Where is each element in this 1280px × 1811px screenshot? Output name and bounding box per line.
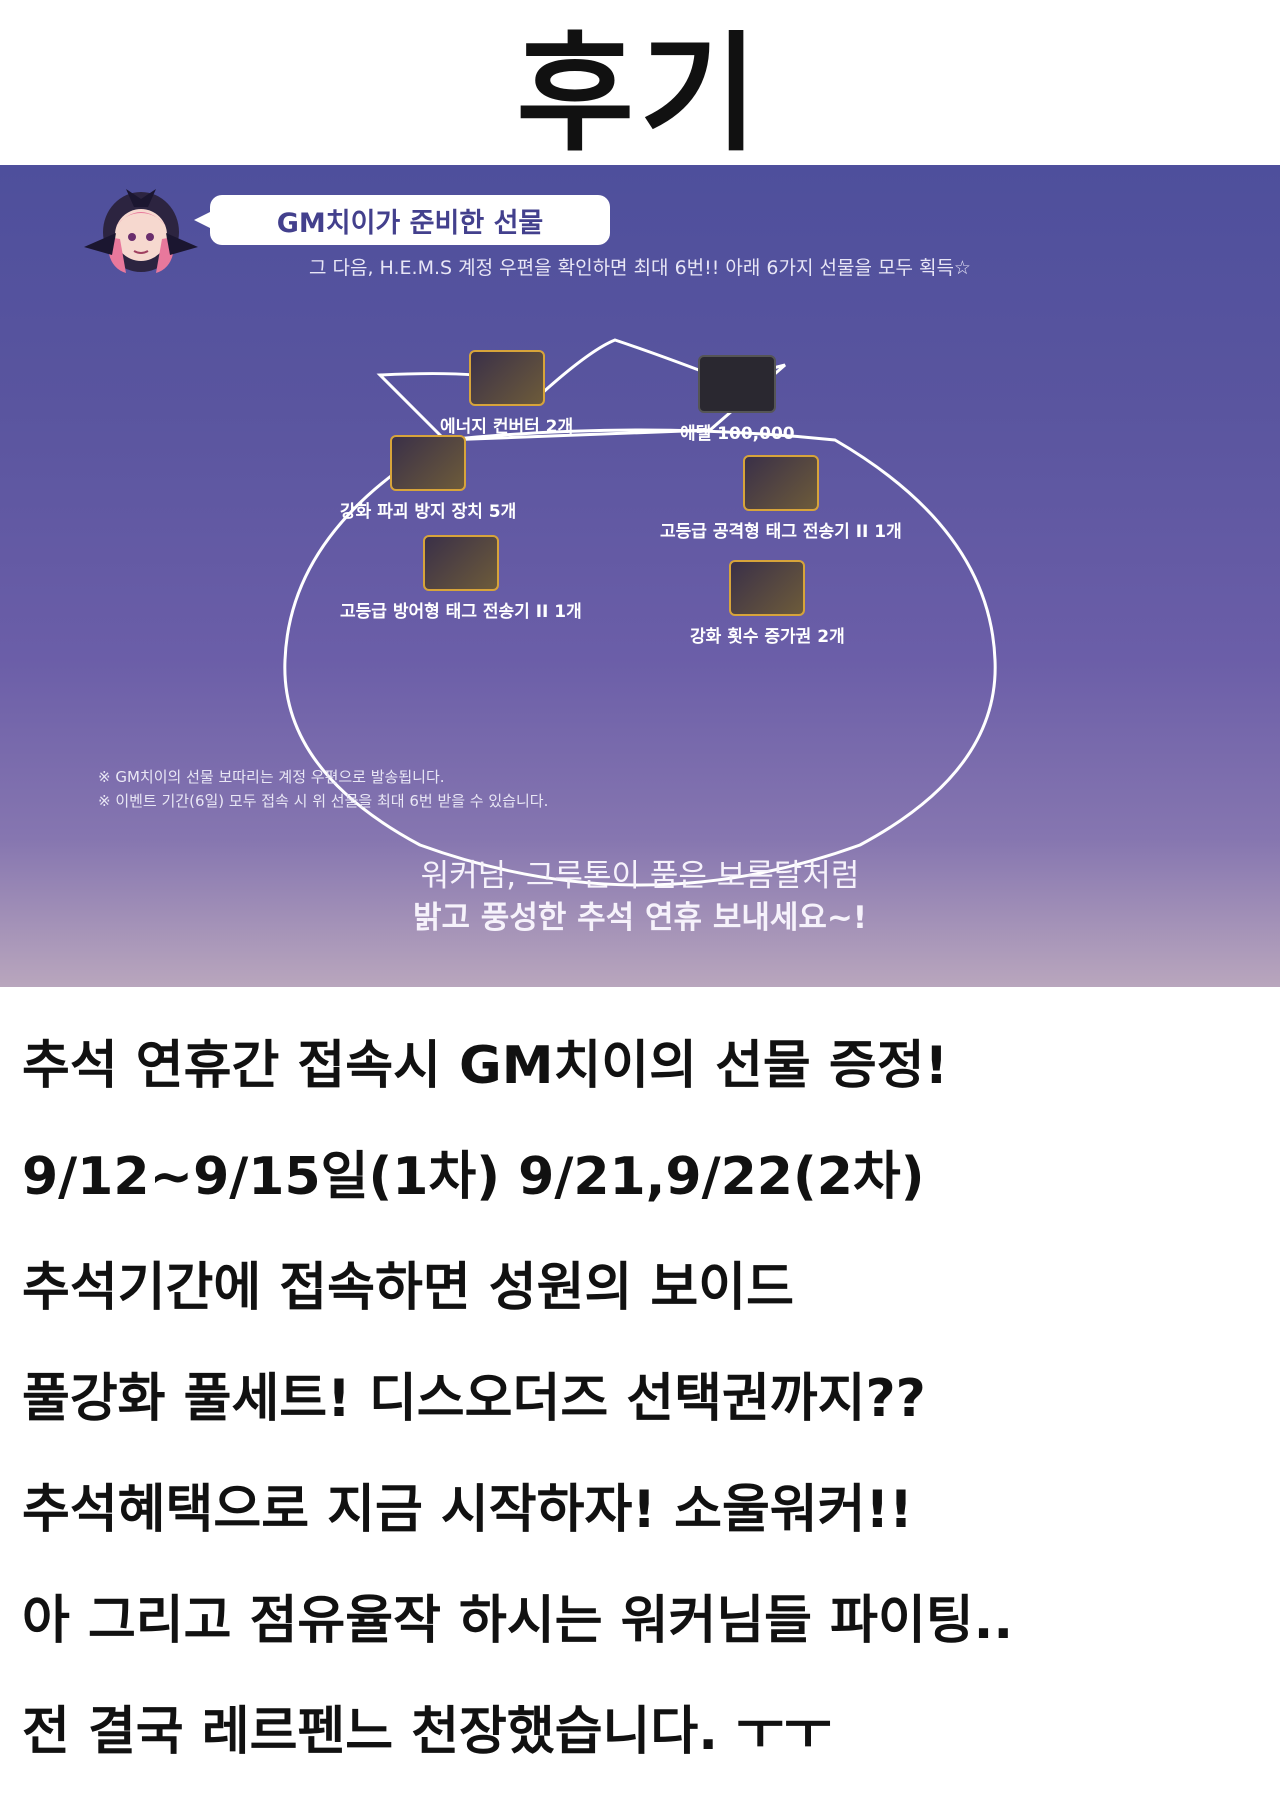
note-line: ※ GM치이의 선물 보따리는 계정 우편으로 발송됩니다. bbox=[98, 768, 445, 786]
gift-item-label: 에텔 100,000 bbox=[680, 424, 795, 444]
gift-item: 에텔 100,000 bbox=[680, 355, 795, 444]
gift-item: 에너지 컨버터 2개 bbox=[440, 350, 573, 437]
slogan-line: 밝고 풍성한 추석 연휴 보내세요~! bbox=[412, 900, 868, 936]
note-line: ※ 이벤트 기간(6일) 모두 접속 시 위 선물을 최대 6번 받을 수 있습… bbox=[98, 792, 549, 810]
gift-item: 강화 파괴 방지 장치 5개 bbox=[340, 435, 516, 522]
gift-bubble-title: GM치이가 준비한 선물 bbox=[194, 195, 610, 245]
gift-item-label: 강화 횟수 증가권 2개 bbox=[690, 627, 845, 647]
gm-character-icon bbox=[84, 189, 198, 273]
destruction-prevention-icon bbox=[390, 435, 467, 491]
crystal-icon bbox=[422, 535, 499, 591]
post-line: 추석 연휴간 접속시 GM치이의 선물 증정! bbox=[22, 1036, 949, 1096]
gift-subline: 그 다음, H.E.M.S 계정 우편을 확인하면 최대 6번!! 아래 6가지… bbox=[309, 257, 971, 279]
gift-item: 고등급 공격형 태그 전송기 II 1개 bbox=[660, 455, 902, 542]
ether-coin-icon bbox=[698, 355, 777, 413]
gift-item-label: 에너지 컨버터 2개 bbox=[440, 417, 574, 437]
gift-item: 강화 횟수 증가권 2개 bbox=[690, 560, 845, 647]
post-line: 아 그리고 점유율작 하시는 워커님들 파이팅.. bbox=[22, 1591, 1014, 1651]
gift-item: 고등급 방어형 태그 전송기 II 1개 bbox=[340, 535, 582, 622]
post-line: 풀강화 풀세트! 디스오더즈 선택권까지?? bbox=[22, 1369, 926, 1429]
banner-slogan: 워커님, 그루톤이 품은 보름달처럼 밝고 풍성한 추석 연휴 보내세요~! bbox=[0, 855, 1280, 939]
post-line: 추석혜택으로 지금 시작하자! 소울워커!! bbox=[22, 1480, 913, 1540]
energy-converter-icon bbox=[468, 350, 545, 406]
slogan-line: 워커님, 그루톤이 품은 보름달처럼 bbox=[420, 858, 860, 894]
enhance-ticket-icon bbox=[729, 560, 806, 616]
event-banner-image: GM치이가 준비한 선물 그 다음, H.E.M.S 계정 우편을 확인하면 최… bbox=[0, 165, 1280, 987]
post-body: 추석 연휴간 접속시 GM치이의 선물 증정! 9/12~9/15일(1차) 9… bbox=[22, 1005, 1262, 1782]
post-line: 추석기간에 접속하면 성원의 보이드 bbox=[22, 1258, 794, 1318]
crystal-icon bbox=[742, 455, 819, 511]
post-line: 전 결국 레르펜느 천장했습니다. ㅜㅜ bbox=[22, 1702, 832, 1762]
post-line: 9/12~9/15일(1차) 9/21,9/22(2차) bbox=[22, 1147, 925, 1207]
page-title: 후기 bbox=[516, 20, 764, 169]
gift-item-label: 강화 파괴 방지 장치 5개 bbox=[340, 502, 517, 522]
gift-item-label: 고등급 방어형 태그 전송기 II 1개 bbox=[340, 602, 582, 622]
gift-item-label: 고등급 공격형 태그 전송기 II 1개 bbox=[660, 522, 902, 542]
banner-notes: ※ GM치이의 선물 보따리는 계정 우편으로 발송됩니다. ※ 이벤트 기간(… bbox=[98, 765, 548, 813]
